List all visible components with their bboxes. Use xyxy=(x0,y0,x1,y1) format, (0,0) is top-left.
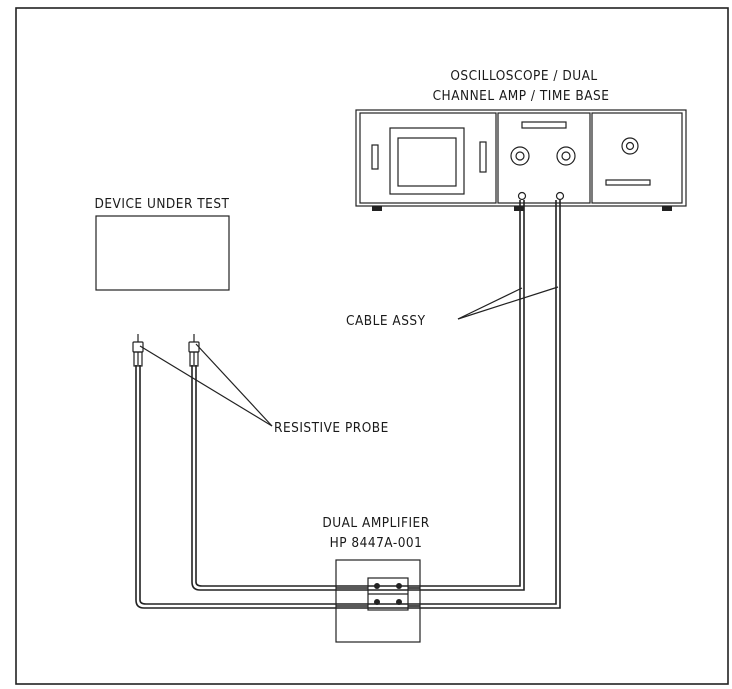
dual-amplifier-box xyxy=(335,559,421,643)
resistive-probe-leader-b xyxy=(195,343,273,427)
cable-channel-a xyxy=(191,200,525,591)
channel-a-knob xyxy=(510,146,530,166)
outer-frame xyxy=(15,7,729,685)
channel-b-knob xyxy=(556,146,576,166)
amp-input-b xyxy=(374,599,380,605)
oscilloscope xyxy=(355,109,687,211)
display-section xyxy=(359,112,497,204)
dual-amplifier xyxy=(335,559,421,643)
resistive-probe-label: RESISTIVE PROBE xyxy=(274,420,389,436)
dual-channel-amp xyxy=(497,112,591,204)
amp-slot xyxy=(521,121,567,129)
device-under-test-box xyxy=(95,215,230,291)
cable-channel-b xyxy=(135,200,561,609)
cables xyxy=(135,200,561,609)
crt-bezel xyxy=(389,127,465,195)
amp-output-a xyxy=(396,583,402,589)
dual-amplifier-label-line1: DUAL AMPLIFIER xyxy=(322,515,429,531)
time-base xyxy=(591,112,683,204)
foot-left xyxy=(372,206,382,211)
amp-input-a xyxy=(374,583,380,589)
oscilloscope-label-line2: CHANNEL AMP / TIME BASE xyxy=(433,88,610,104)
crt-screen xyxy=(397,137,457,187)
channel-a-input xyxy=(517,191,527,201)
oscilloscope-label-line1: OSCILLOSCOPE / DUAL xyxy=(450,68,597,84)
amp-output-b xyxy=(396,599,402,605)
cable-assy-leader-b xyxy=(457,286,559,320)
oscilloscope-case xyxy=(355,109,687,207)
cable-assy-leader-a xyxy=(457,287,523,320)
foot-middle xyxy=(514,206,524,211)
left-knob xyxy=(371,144,379,170)
resistive-probe-leader-a xyxy=(139,345,273,427)
probe-left xyxy=(132,334,144,367)
dual-amplifier-label-line2: HP 8447A-001 xyxy=(330,535,423,551)
device-under-test-label: DEVICE UNDER TEST xyxy=(95,196,230,212)
probe-right xyxy=(188,334,200,367)
right-knob xyxy=(479,141,487,173)
foot-right xyxy=(662,206,672,211)
channel-b-input xyxy=(555,191,565,201)
time-base-slot xyxy=(605,179,651,186)
cable-assy-label: CABLE ASSY xyxy=(346,313,426,329)
time-base-knob xyxy=(621,137,639,155)
